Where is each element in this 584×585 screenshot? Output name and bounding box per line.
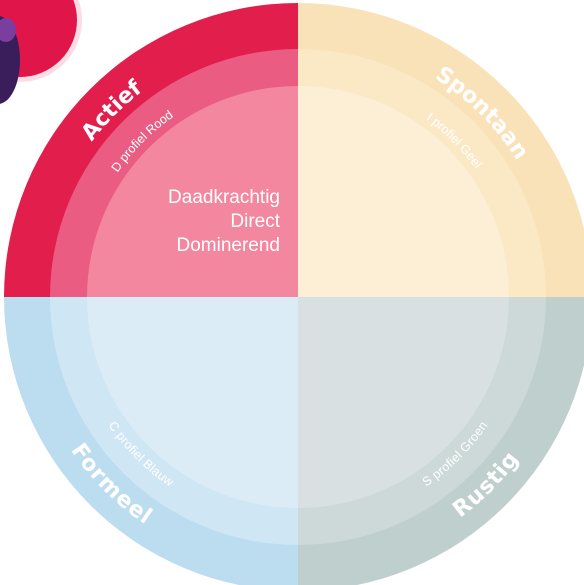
actief-inner-disc xyxy=(87,86,298,297)
formeel-inner-disc xyxy=(87,297,298,508)
description-line-2: Direct xyxy=(230,211,280,232)
quadrant-formeel xyxy=(4,297,298,585)
corner-badge xyxy=(0,0,87,104)
description-line-1: Daadkrachtig xyxy=(168,187,280,208)
quadrant-spontaan xyxy=(298,3,584,297)
rustig-inner-disc xyxy=(298,297,509,508)
actief-description: Daadkrachtig Direct Dominerend xyxy=(110,186,280,258)
quadrant-rustig xyxy=(298,297,584,585)
badge-figure-accent xyxy=(0,18,16,42)
description-line-3: Dominerend xyxy=(176,235,281,256)
quadrant-actief xyxy=(4,3,298,297)
badge-ring xyxy=(0,0,87,87)
spontaan-inner-disc xyxy=(298,86,509,297)
